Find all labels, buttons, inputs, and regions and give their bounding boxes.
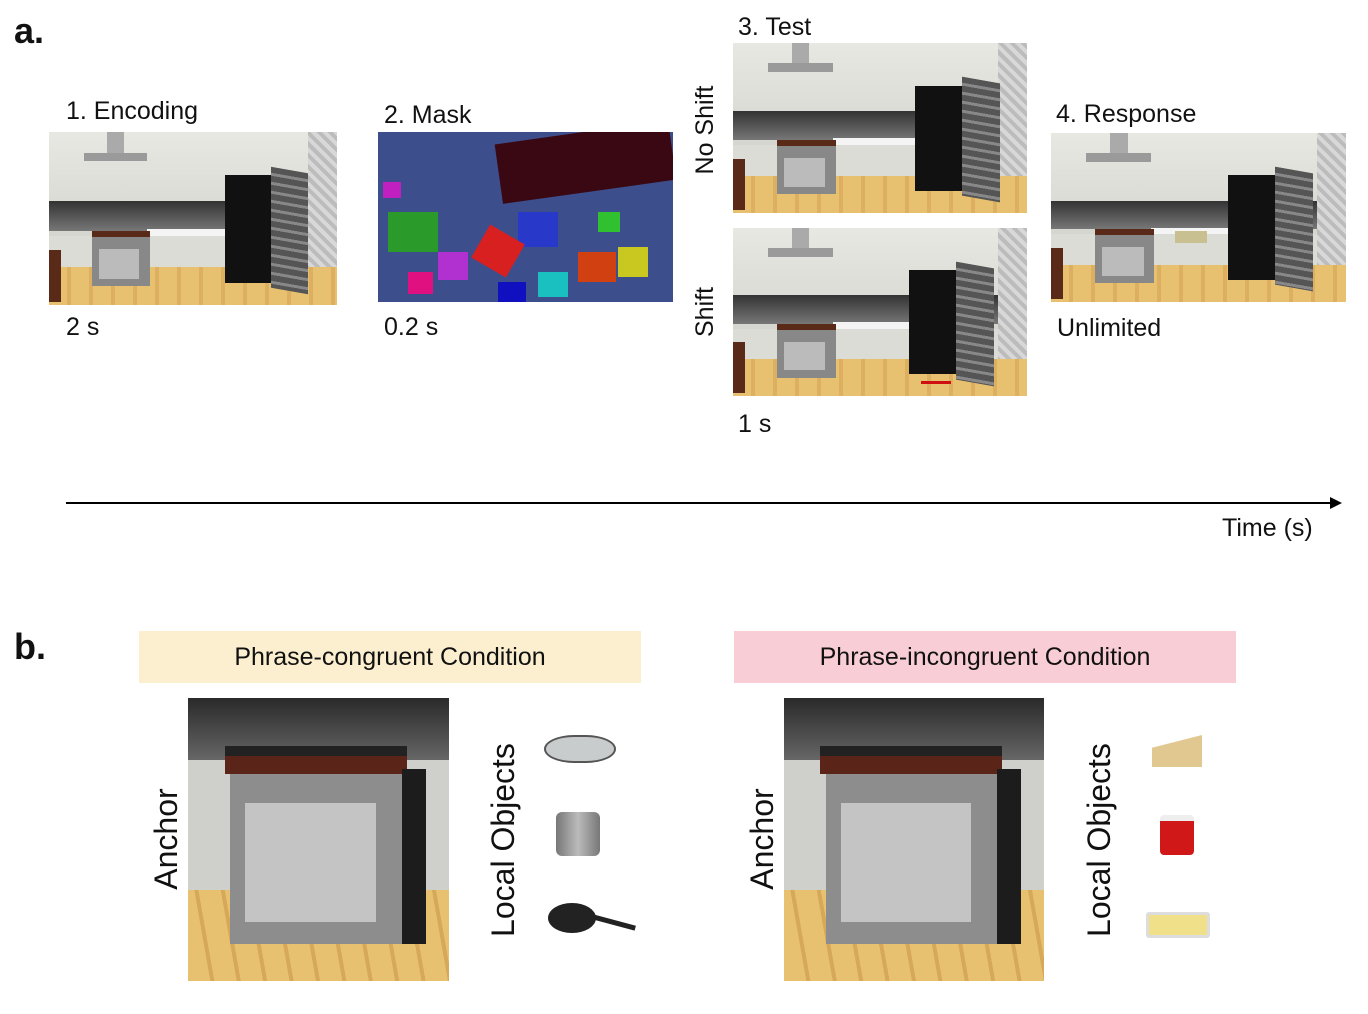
pan-handle-icon [592,914,636,931]
time-axis-label: Time (s) [1222,514,1313,542]
shift-label: Shift [691,286,719,338]
arrow-head-icon [1330,497,1342,509]
test-shift-scene [733,228,1027,396]
test-title: 3. Test [738,13,812,41]
congruent-anchor-image [188,698,449,981]
incongruent-objects-label: Local Objects [1081,743,1117,937]
object-icon [1174,231,1208,243]
test-duration: 1 s [738,410,772,438]
mask-title: 2. Mask [384,101,472,129]
panel-b-letter: b. [14,626,46,667]
mask-image [378,132,673,302]
panel-a-letter: a. [14,10,45,51]
shift-arrow-icon [921,380,951,384]
jar-icon [1160,815,1194,855]
encoding-scene [49,132,337,305]
frying-pan-icon [548,903,596,933]
incongruent-condition-header: Phrase-incongruent Condition [734,631,1236,683]
incongruent-anchor-image [784,698,1044,981]
congruent-anchor-label: Anchor [148,788,184,890]
cheese-icon [1152,735,1202,767]
response-title: 4. Response [1056,100,1197,128]
test-no-shift-scene [733,43,1027,213]
wok-icon [544,735,616,763]
mask-duration: 0.2 s [384,313,439,341]
incongruent-anchor-label: Anchor [744,788,780,890]
pot-icon [556,812,600,856]
encoding-title: 1. Encoding [66,97,199,125]
congruent-objects-label: Local Objects [485,743,521,937]
encoding-duration: 2 s [66,313,100,341]
response-duration: Unlimited [1057,314,1162,342]
butter-icon [1146,912,1210,938]
congruent-condition-header: Phrase-congruent Condition [139,631,641,683]
time-axis [66,502,1332,504]
response-scene [1051,133,1346,302]
no-shift-label: No Shift [691,85,719,175]
